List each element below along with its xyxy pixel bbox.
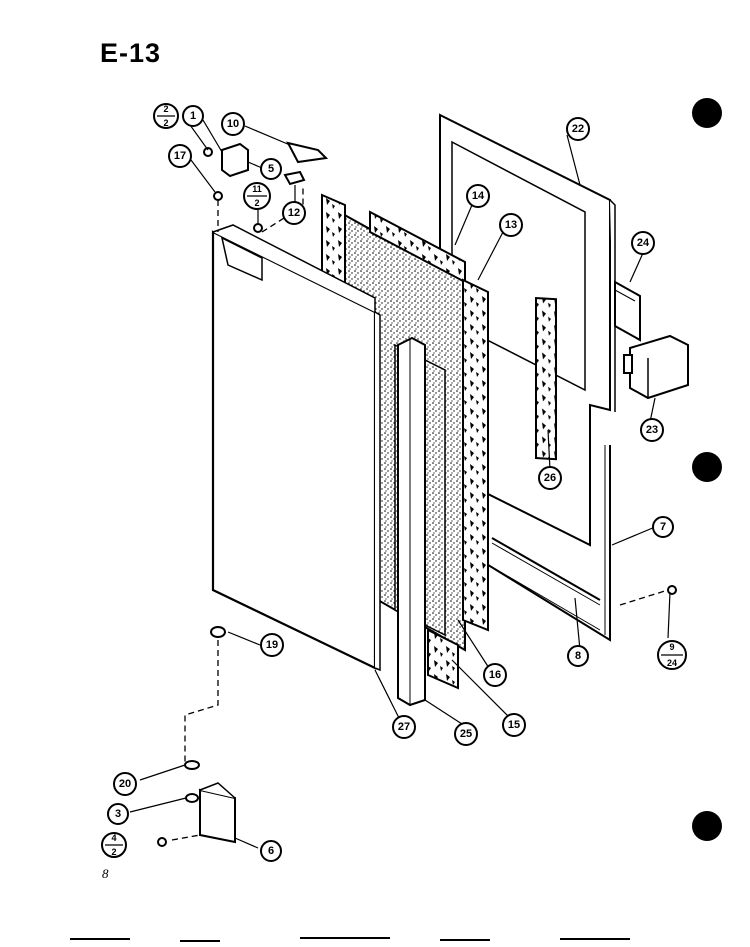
label-25: 25 (460, 728, 472, 740)
label-9-den: 24 (667, 658, 677, 668)
label-22: 22 (572, 123, 584, 135)
callout-3 (107, 803, 129, 825)
right-spacer-block (462, 278, 489, 632)
page-number: 8 (102, 866, 109, 881)
label-20: 20 (119, 778, 131, 790)
label-19: 19 (266, 639, 278, 651)
callout-8 (567, 645, 589, 667)
trim-strip (491, 537, 601, 606)
door-handle (623, 334, 689, 400)
label-2-den: 2 (163, 118, 168, 128)
label-2-num: 2 (163, 104, 168, 114)
label-11-den: 2 (254, 198, 259, 208)
label-8: 8 (575, 650, 581, 662)
callout-27 (392, 715, 416, 739)
callout-7 (652, 516, 674, 538)
label-6: 6 (268, 845, 274, 857)
diagram-title: E-13 (100, 38, 162, 68)
label-10: 10 (227, 118, 239, 130)
callout-6 (260, 840, 282, 862)
label-4-num: 4 (111, 833, 116, 843)
binder-hole-bottom (692, 811, 722, 841)
door-channel (397, 336, 426, 707)
label-16: 16 (489, 669, 501, 681)
callout-16 (483, 663, 507, 687)
callout-13 (499, 213, 523, 237)
binder-hole-top (692, 98, 722, 128)
callout-25 (454, 722, 478, 746)
callout-19 (260, 633, 284, 657)
callout-5 (260, 158, 282, 180)
label-3: 3 (115, 808, 121, 820)
fraction-labels: 2 2 11 2 9 24 4 2 (111, 104, 677, 857)
label-27: 27 (398, 721, 410, 733)
label-9-num: 9 (669, 642, 674, 652)
label-24: 24 (637, 237, 650, 249)
top-hinge-parts (203, 141, 329, 233)
binder-hole-middle (692, 452, 722, 482)
bottom-hinge-parts (157, 585, 677, 847)
label-1: 1 (190, 110, 196, 122)
callout-15 (502, 713, 526, 737)
label-11-num: 11 (252, 184, 262, 194)
fraction-bars (105, 115, 683, 846)
bottom-spacer-block (427, 628, 459, 690)
callout-17 (168, 144, 192, 168)
label-26: 26 (544, 472, 556, 484)
label-17: 17 (174, 150, 186, 162)
label-13: 13 (505, 219, 517, 231)
callout-26 (538, 466, 562, 490)
callout-22 (566, 117, 590, 141)
callout-labels: 1 10 17 5 12 22 14 13 24 23 26 7 8 19 16… (115, 110, 666, 857)
label-12: 12 (288, 207, 300, 219)
label-7: 7 (660, 521, 666, 533)
label-5: 5 (268, 163, 274, 175)
outer-door-panel (211, 224, 381, 672)
callout-14 (466, 184, 490, 208)
spacer-strip (535, 297, 557, 461)
handle-rail (614, 280, 641, 342)
label-4-den: 2 (111, 847, 116, 857)
callouts (107, 105, 674, 862)
label-15: 15 (508, 719, 520, 731)
callout-23 (640, 418, 664, 442)
label-23: 23 (646, 424, 658, 436)
assembly-lines (171, 185, 669, 841)
callout-20 (113, 772, 137, 796)
callout-1 (182, 105, 204, 127)
leader-lines (129, 117, 671, 849)
callout-12 (282, 201, 306, 225)
label-14: 14 (472, 190, 485, 202)
scan-noise (70, 937, 630, 942)
callout-10 (221, 112, 245, 136)
callout-24 (631, 231, 655, 255)
